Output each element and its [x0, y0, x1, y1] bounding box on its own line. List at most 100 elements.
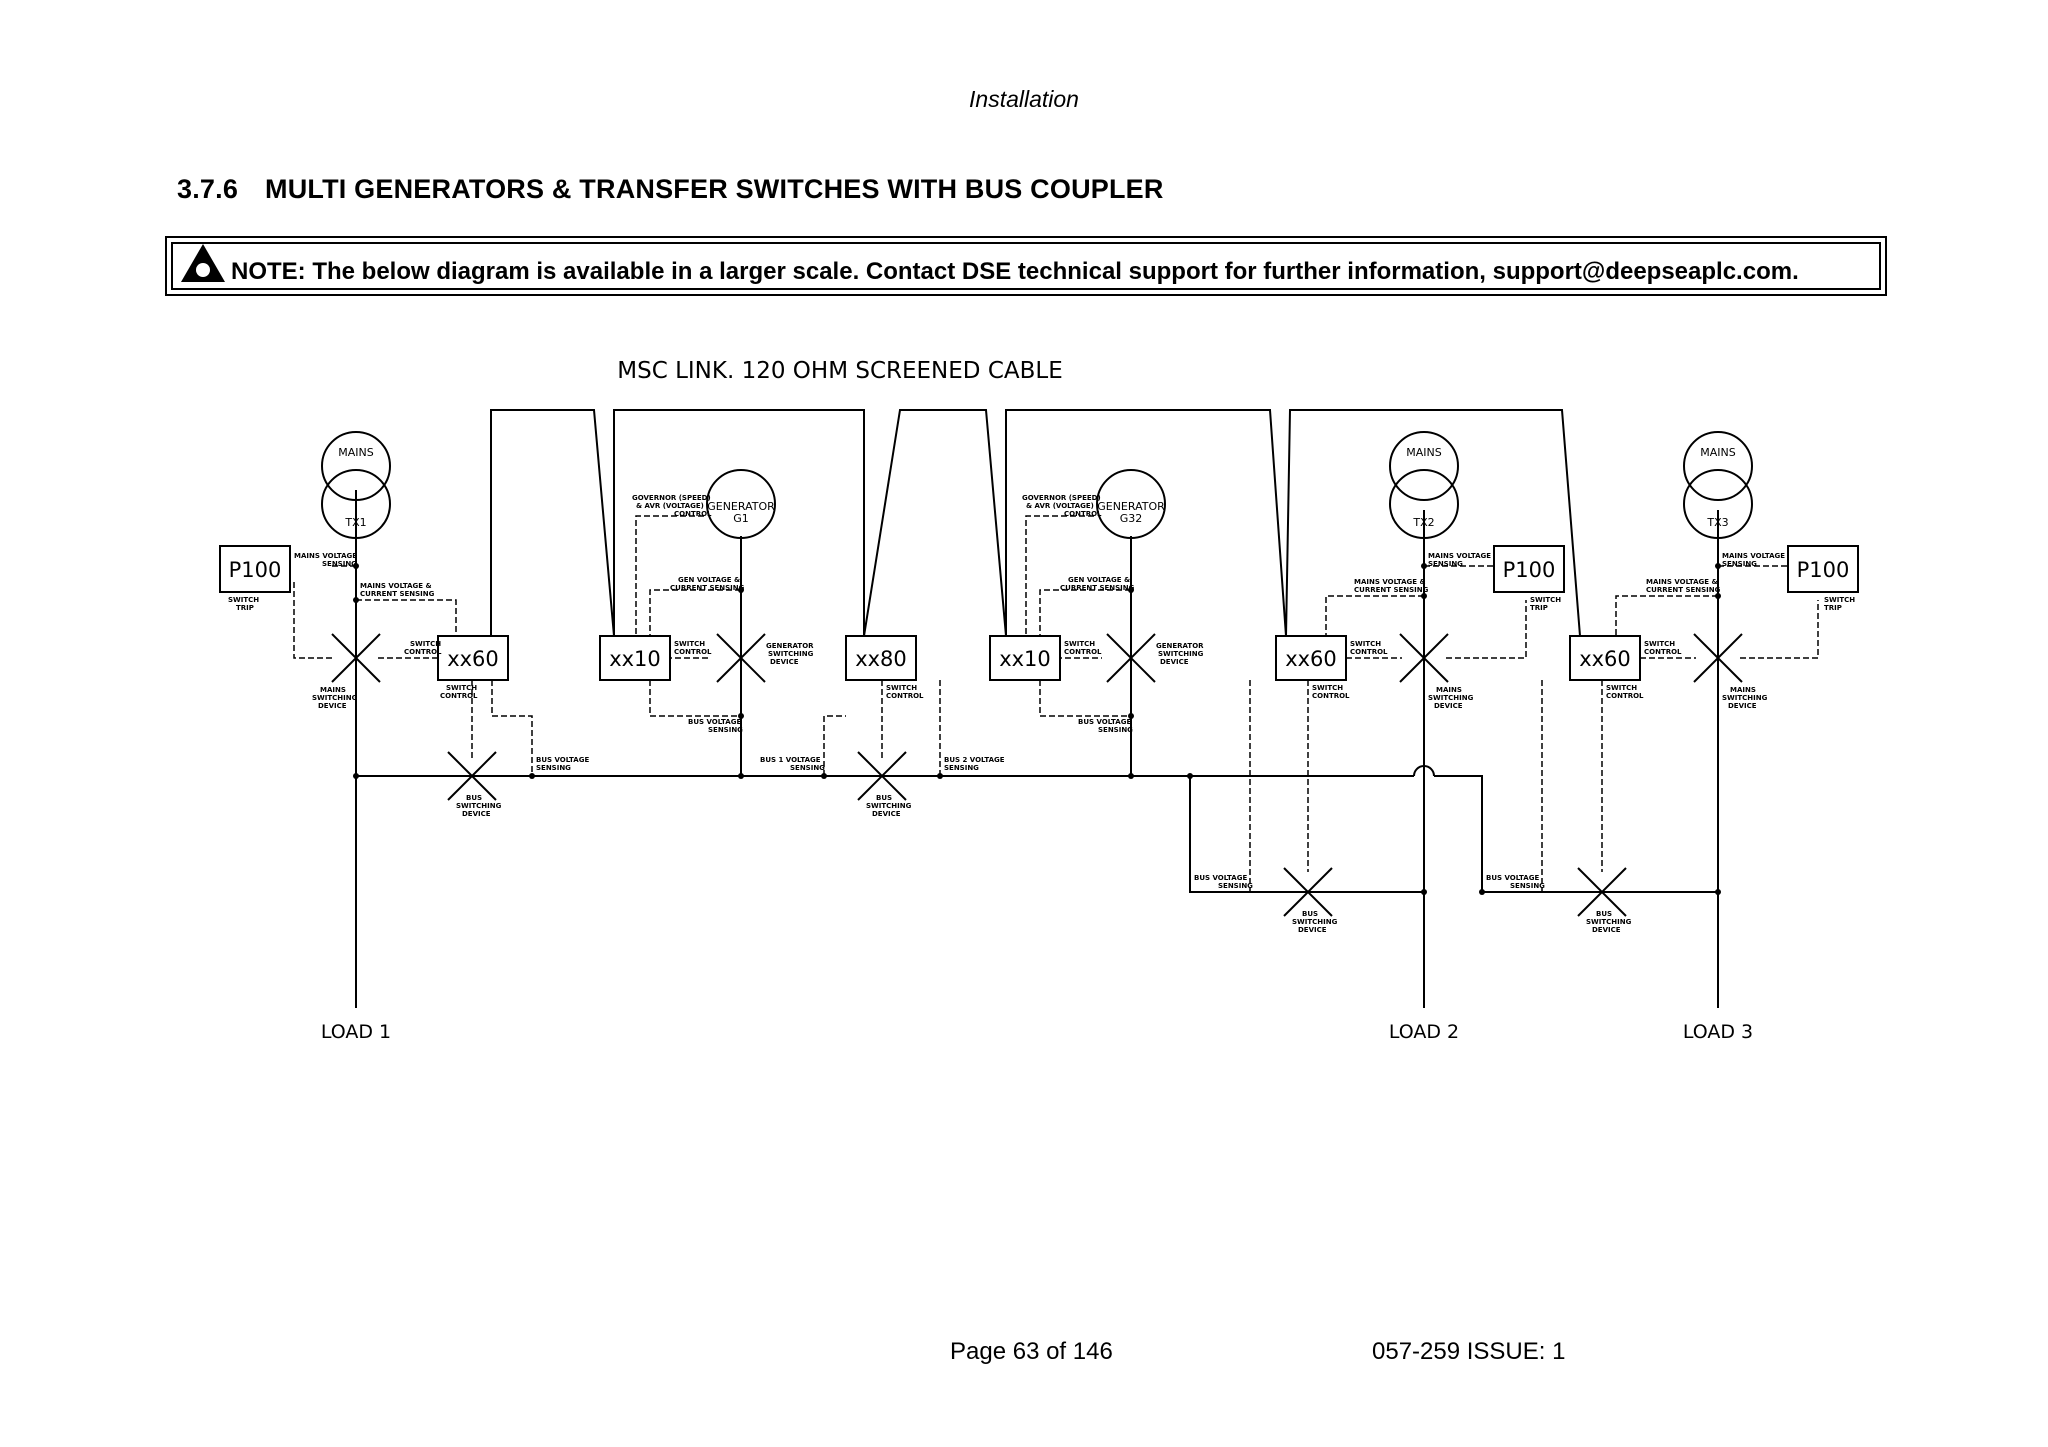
xx10-box: xx10: [609, 647, 661, 671]
annotation: CONTROL: [1064, 648, 1102, 656]
annotation: SENSING: [1218, 882, 1253, 890]
xx60-box: xx60: [1285, 647, 1337, 671]
annotation: DEVICE: [1298, 926, 1327, 934]
annotation: SWITCH: [1312, 684, 1343, 692]
annotation: MAINS VOLTAGE &: [360, 582, 432, 590]
annotation: GENERATOR: [766, 642, 814, 650]
annotation: SENSING: [1510, 882, 1545, 890]
annotation: GEN VOLTAGE &: [1068, 576, 1130, 584]
generator-switching-device-2: [1106, 633, 1156, 683]
annotation: SWITCH: [1824, 596, 1855, 604]
annotation: DEVICE: [1434, 702, 1463, 710]
msc-cable-segment: [1005, 409, 1287, 637]
annotation: SWITCH: [886, 684, 917, 692]
page-number: Page 63 of 146: [950, 1338, 1113, 1365]
annotation: BUS VOLTAGE: [1486, 874, 1539, 882]
annotation: BUS 2 VOLTAGE: [944, 756, 1005, 764]
annotation: CONTROL: [1064, 510, 1102, 518]
annotation: SWITCHING: [456, 802, 502, 810]
annotation: MAINS: [320, 686, 346, 694]
load-label: LOAD 1: [321, 1021, 391, 1043]
annotation: SWITCHING: [1722, 694, 1768, 702]
annotation: SWITCH: [1064, 640, 1095, 648]
msc-cable-segment: [863, 409, 1007, 637]
annotation: CONTROL: [674, 648, 712, 656]
section-title: MULTI GENERATORS & TRANSFER SWITCHES WIT…: [265, 174, 1164, 204]
annotation: CONTROL: [440, 692, 478, 700]
annotation: GOVERNOR (SPEED): [632, 494, 711, 502]
annotation: CONTROL: [1350, 648, 1388, 656]
annotation: SWITCH: [1530, 596, 1561, 604]
annotation: SWITCH: [674, 640, 705, 648]
annotation: CONTROL: [404, 648, 442, 656]
annotation: SWITCH: [1350, 640, 1381, 648]
generator-label: GENERATOR: [1097, 500, 1165, 513]
annotation: DEVICE: [462, 810, 491, 818]
load-label: LOAD 2: [1389, 1021, 1459, 1043]
msc-cable-segment: [490, 409, 615, 660]
annotation: SWITCHING: [1158, 650, 1204, 658]
transformer-label: TX2: [1412, 516, 1434, 529]
bus-switching-device-1: [447, 751, 497, 801]
load-label: LOAD 3: [1683, 1021, 1753, 1043]
annotation: SWITCHING: [866, 802, 912, 810]
annotation: CONTROL: [1606, 692, 1644, 700]
bus-switching-device-3: [1283, 867, 1333, 917]
annotation: SWITCH: [1606, 684, 1637, 692]
annotation: SENSING: [1722, 560, 1757, 568]
xx10-box: xx10: [999, 647, 1051, 671]
annotation: CURRENT SENSING: [1060, 584, 1135, 592]
annotation: BUS: [876, 794, 892, 802]
annotation: CURRENT SENSING: [670, 584, 745, 592]
xx80-box: xx80: [855, 647, 907, 671]
mains-switching-device-2: [1399, 633, 1449, 683]
document-issue: 057-259 ISSUE: 1: [1372, 1338, 1566, 1365]
xx60-box: xx60: [1579, 647, 1631, 671]
annotation: DEVICE: [318, 702, 347, 710]
annotation: BUS VOLTAGE: [1078, 718, 1131, 726]
annotation: SWITCHING: [1292, 918, 1338, 926]
annotation: TRIP: [1530, 604, 1548, 612]
annotation: SWITCHING: [768, 650, 814, 658]
page-header: Installation: [969, 86, 1079, 112]
annotation: BUS: [1302, 910, 1318, 918]
annotation: DEVICE: [1160, 658, 1189, 666]
p100-box: P100: [229, 558, 282, 582]
annotation: SWITCH: [410, 640, 441, 648]
annotation: SENSING: [790, 764, 825, 772]
annotation: & AVR (VOLTAGE): [1026, 502, 1094, 510]
msc-cable-segment: [1285, 409, 1581, 637]
bus-switching-device-2: [857, 751, 907, 801]
annotation: TRIP: [1824, 604, 1842, 612]
annotation: MAINS VOLTAGE &: [1354, 578, 1426, 586]
annotation: CONTROL: [1312, 692, 1350, 700]
annotation: BUS: [466, 794, 482, 802]
warning-icon: [181, 244, 225, 282]
generator-id: G32: [1120, 512, 1143, 525]
annotation: CONTROL: [674, 510, 712, 518]
annotation: DEVICE: [770, 658, 799, 666]
note-inner-border: [171, 242, 1881, 290]
annotation: BUS 1 VOLTAGE: [760, 756, 821, 764]
mains-switching-device-1: [331, 633, 381, 683]
annotation: MAINS: [1436, 686, 1462, 694]
bus-switching-device-4: [1577, 867, 1627, 917]
mains-label: MAINS: [338, 446, 373, 459]
note-text: NOTE: The below diagram is available in …: [231, 258, 1799, 285]
annotation: SENSING: [944, 764, 979, 772]
msc-cable-segment: [613, 409, 865, 636]
annotation: DEVICE: [1728, 702, 1757, 710]
annotation: BUS: [1596, 910, 1612, 918]
annotation: CONTROL: [886, 692, 924, 700]
annotation: MAINS VOLTAGE: [1722, 552, 1785, 560]
annotation: SWITCH: [446, 684, 477, 692]
annotation: GEN VOLTAGE &: [678, 576, 740, 584]
annotation: SENSING: [536, 764, 571, 772]
annotation: GENERATOR: [1156, 642, 1204, 650]
annotation: TRIP: [236, 604, 254, 612]
annotation: & AVR (VOLTAGE): [636, 502, 704, 510]
annotation: DEVICE: [872, 810, 901, 818]
transformer-label: TX3: [1706, 516, 1728, 529]
